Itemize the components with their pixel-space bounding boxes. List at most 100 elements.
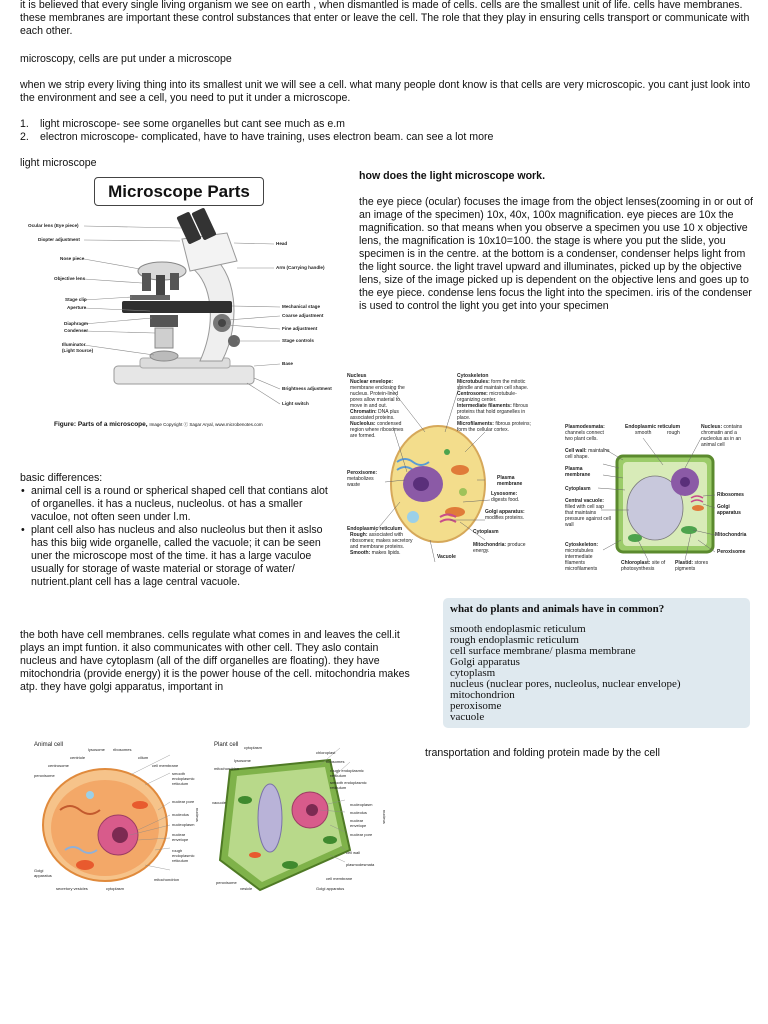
label-er-rough: rough [667,430,680,436]
label-plant-golgi: Golgi apparatus [717,504,741,516]
label-condenser: Condenser [64,328,88,333]
label-3d-nuclear-envelope: nuclear envelope [172,832,189,842]
label-3d-centriole: centriole [70,755,86,760]
label-3d-nuclear-pore: nuclear pore [172,799,195,804]
microscope-illustration [83,208,281,405]
label-fine-adjustment: Fine adjustment [282,326,318,331]
list-item: peroxisome [450,700,502,712]
cells-3d-illustration [42,747,352,892]
list-item: plant cell also has nucleus and also nuc… [20,524,334,589]
label-3d-plant-mitochondrion: mitochondrion [214,766,240,771]
label-cytoskeleton-group: Cytoskeleton Microtubules: form the mito… [457,373,531,433]
label-3d-chloroplast: chloroplast [316,750,336,755]
label-er-smooth: smooth [635,430,652,436]
label-3d-nucleolus: nucleolus [172,812,189,817]
label-3d-centrosome: centrosome [48,763,69,768]
light-microscope-heading: light microscope [20,157,97,169]
label-diopter: Diopter adjustment [38,237,80,242]
label-3d-rough-er: rough endoplasmic reticulum [172,848,195,863]
label-3d-secretory-vesicles: secretory vesicles [56,886,88,891]
label-nucleus-group: Nucleus Nuclear envelope: membrane enclo… [347,373,405,439]
plant-cell-illustration [597,437,716,561]
label-3d-nucleus: nucleus [195,808,200,822]
list-item: vacuole [450,711,485,723]
differences-heading: basic differences: [20,472,103,484]
label-plasmodesmata: Plasmodesmata: channels connect two plan… [565,424,605,442]
label-3d-plant-cell-membrane: cell membrane [326,876,353,881]
label-lysosome: Lysosome: digests food. [491,491,520,503]
label-3d-plant-nuclear-envelope: nuclear envelope [350,818,367,828]
label-coarse-adjustment: Coarse adjustment [282,313,324,318]
label-central-vacuole: Central vacuole: filled with cell sap th… [565,498,611,528]
figure-caption: Figure: Parts of a microscope, Image Cop… [54,421,263,428]
label-3d-plant-rough-er: rough endoplasmic reticulum [330,768,364,778]
animal-cell-title: Animal cell [34,742,64,748]
label-nose-piece: Nose piece [60,256,85,261]
label-3d-golgi: Golgi apparatus [34,868,52,878]
label-light-source: (Light Source) [62,348,94,353]
list-item: rough endoplasmic reticulum [450,634,579,646]
label-3d-cell-wall: cell wall [346,850,361,855]
common-organelles-panel: what do plants and animals have in commo… [443,598,750,728]
label-3d-plant-nucleus: nucleus [382,810,387,824]
label-3d-plant-golgi: Golgi apparatus [316,886,345,891]
label-3d-plant-nucleoplasm: nucleoplasm [350,802,373,807]
label-3d-plant-peroxisome: peroxisome [216,880,237,885]
animal-cell-illustration [374,383,491,563]
animal-cell-diagram: Nucleus Nuclear envelope: membrane enclo… [345,372,535,574]
label-er-title: Endoplasmic reticulum [625,424,681,430]
list-item: 1.light microscope- see some organelles … [20,118,346,130]
list-item: Golgi apparatus [450,656,520,668]
label-endoplasmic-reticulum: Endoplasmic reticulum Rough: associated … [347,526,413,556]
list-item: smooth endoplasmic reticulum [450,623,586,635]
label-brightness: Brightness adjustment [282,386,332,391]
label-mechanical-stage: Mechanical stage [282,304,321,309]
panel-title: what do plants and animals have in commo… [450,603,665,615]
label-head: Head [276,241,288,246]
label-3d-cytoplasm: cytoplasm [106,886,125,891]
label-golgi: Golgi apparatus: modifies proteins. [485,509,525,521]
label-cytoplasm: Cytoplasm [473,529,499,535]
both-paragraph: the both have cell membranes. cells regu… [20,629,410,693]
label-3d-plasmodesmata: plasmodesmata [346,862,375,867]
label-plant-cytoplasm: Cytoplasm [565,486,591,492]
label-ribosomes: Ribosomes [717,492,744,498]
label-arm: Arm (Carrying handle) [276,265,325,270]
list-item: mitochondrion [450,689,515,701]
panel-list: smooth endoplasmic reticulum rough endop… [450,624,681,723]
label-3d-peroxisome: peroxisome [34,773,55,778]
label-3d-plant-smooth-er: smooth endoplasmic reticulum [330,780,367,790]
intro-paragraph: it is believed that every single living … [20,0,750,37]
label-plant-nucleus: Nucleus: contains chromatin and a nucleo… [701,424,743,448]
list-item: 2.electron microscope- complicated, have… [20,131,494,143]
label-stage-controls: Stage controls [282,338,314,343]
label-3d-nucleoplasm: nucleoplasm [172,822,195,827]
label-illuminator: Illuminator [62,342,86,347]
plant-cell-title: Plant cell [214,742,239,748]
label-chloroplast: Chloroplast: site of photosynthesis [621,560,666,572]
label-plant-plasma-membrane: Plasma membrane [565,466,591,478]
label-plastid: Plastid: stores pigments [675,560,709,572]
label-3d-vesicle: vesicle [240,886,253,891]
label-3d-lysosome: lysosome [88,747,105,752]
how-paragraph: the eye piece (ocular) focuses the image… [359,196,753,312]
plant-cell-diagram: Plasmodesmata: channels connect two plan… [563,420,758,580]
list-item: animal cell is a round or spherical shap… [20,485,334,524]
microscope-figure: Microscope Parts [22,173,342,435]
label-3d-smooth-er: smooth endoplasmic reticulum [172,771,195,786]
label-light-switch: Light switch [282,401,309,406]
label-base: Base [282,361,293,366]
label-plasma-membrane: Plasma membrane [497,475,523,487]
microscope-types-list: 1.light microscope- see some organelles … [20,118,760,144]
label-plant-mitochondria: Mitochondria [715,532,747,538]
microscopy-line: microscopy, cells are put under a micros… [20,53,232,65]
label-mitochondria: Mitochondria: produce energy. [473,542,526,554]
label-cell-wall: Cell wall: maintains cell shape. [565,448,610,460]
label-plant-cytoskeleton: Cytoskeleton: microtubules intermediate … [565,542,599,572]
strip-paragraph: when we strip every living thing into it… [20,79,751,104]
cells-3d-figure: Animal cell Plant cell l [30,740,390,895]
label-3d-plant-nuclear-pore: nuclear pore [350,832,373,837]
figure-title-box: Microscope Parts [94,177,264,206]
differences-list: animal cell is a round or spherical shap… [20,485,334,589]
list-item: cell surface membrane/ plasma membrane [450,645,636,657]
